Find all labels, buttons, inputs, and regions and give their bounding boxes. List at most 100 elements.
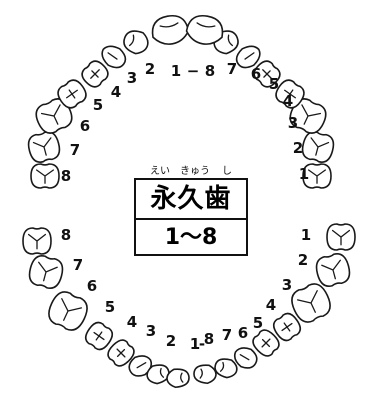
tooth-groove xyxy=(321,259,341,280)
tooth-outline xyxy=(166,368,190,389)
lower-left-label-5: 4 xyxy=(127,313,137,331)
tooth-groove xyxy=(199,368,203,379)
tooth-groove xyxy=(159,22,179,28)
lower-right-tooth-5 xyxy=(252,329,280,357)
tooth-groove xyxy=(261,338,271,348)
tooth-groove xyxy=(40,104,61,125)
lower-left-tooth-2 xyxy=(28,255,64,289)
lower-left-label-3: 6 xyxy=(87,277,97,295)
upper-left-label-2: 7 xyxy=(70,141,80,159)
upper-right-tooth-1 xyxy=(302,163,332,189)
upper-left-label-8: 1 xyxy=(171,62,181,80)
upper-left-label-1: 8 xyxy=(61,167,71,185)
upper-right-label-2: 2 xyxy=(293,139,303,157)
tooth-groove xyxy=(38,261,58,282)
lower-right-label-2: 2 xyxy=(298,251,308,269)
tooth-groove xyxy=(284,89,296,99)
tooth-outline xyxy=(214,358,238,379)
lower-right-label-8: 8 xyxy=(204,330,214,348)
tooth-groove xyxy=(35,169,55,184)
upper-left-label-5: 4 xyxy=(111,83,121,101)
lower-left-label-6: 3 xyxy=(146,322,156,340)
lower-right-tooth-3 xyxy=(291,283,331,323)
upper-right-tooth-5 xyxy=(253,60,281,88)
lower-right-label-5: 5 xyxy=(253,314,263,332)
tooth-outline xyxy=(151,14,190,45)
lower-right-label-1: 1 xyxy=(301,226,311,244)
tooth-outline xyxy=(193,364,217,385)
upper-left-tooth-6 xyxy=(101,45,127,69)
upper-left-tooth-2 xyxy=(27,131,61,163)
tooth-groove xyxy=(239,354,250,361)
upper-left-label-6: 3 xyxy=(127,69,137,87)
lower-right-tooth-2 xyxy=(315,253,351,287)
tooth-groove xyxy=(32,137,52,156)
lower-left-tooth-8 xyxy=(166,368,190,389)
lower-left-tooth-7 xyxy=(146,364,170,385)
tooth-range: 1〜8 xyxy=(164,225,218,250)
upper-left-label-3: 6 xyxy=(80,117,90,135)
tooth-outline xyxy=(123,30,149,55)
upper-left-tooth-8 xyxy=(151,14,190,45)
upper-left-label-4: 5 xyxy=(93,96,103,114)
upper-right-label-4: 4 xyxy=(283,92,293,110)
lower-right-label-7: 7 xyxy=(222,326,232,344)
upper-right-label-5: 5 xyxy=(269,75,279,93)
tooth-groove xyxy=(180,372,184,383)
lower-right-tooth-1 xyxy=(326,223,356,251)
lower-left-label-4: 5 xyxy=(105,298,115,316)
lower-right-tooth-8 xyxy=(193,364,217,385)
lower-right-label-6: 6 xyxy=(238,324,248,342)
lower-right-tooth-4 xyxy=(272,312,302,342)
tooth-groove xyxy=(244,52,255,60)
tooth-groove xyxy=(307,169,327,184)
tooth-groove xyxy=(219,361,225,372)
tooth-groove xyxy=(159,367,165,378)
lower-left-label-7: 2 xyxy=(166,332,176,350)
tooth-groove xyxy=(66,89,78,99)
upper-left-label-7: 2 xyxy=(145,60,155,78)
lower-left-label-2: 7 xyxy=(73,256,83,274)
chart-title: 永久歯 xyxy=(136,180,246,220)
lower-left-tooth-4 xyxy=(84,321,114,351)
upper-left-tooth-5 xyxy=(81,60,109,88)
ruby-shi: し xyxy=(222,166,232,177)
tooth-groove xyxy=(310,137,330,156)
lower-right-tooth-7 xyxy=(214,358,238,379)
upper-right-tooth-6 xyxy=(235,45,261,69)
tooth-groove xyxy=(262,69,272,79)
upper-right-label-7: 7 xyxy=(227,60,237,78)
lower-right-tooth-6 xyxy=(233,347,258,369)
tooth-groove xyxy=(27,233,47,250)
tooth-groove xyxy=(227,34,234,47)
lower-left-tooth-1 xyxy=(22,227,52,255)
tooth-groove xyxy=(128,34,135,47)
upper-right-label-1: 1 xyxy=(299,165,309,183)
upper-right-label-6: 6 xyxy=(251,65,261,83)
lower-left-label-8: 1 xyxy=(190,335,200,353)
lower-left-tooth-6 xyxy=(128,355,153,377)
upper-left-tooth-3 xyxy=(35,98,73,134)
upper-left-tooth-7 xyxy=(123,30,149,55)
lower-right-label-3: 3 xyxy=(282,276,292,294)
tooth-outline xyxy=(146,364,170,385)
tooth-groove xyxy=(281,322,293,332)
tooth-groove xyxy=(107,52,118,60)
lower-left-tooth-3 xyxy=(48,291,88,331)
lower-right-label-4: 4 xyxy=(266,296,276,314)
tooth-groove xyxy=(136,362,147,369)
tooth-groove xyxy=(296,290,318,313)
ruby-kyuu: きゅう xyxy=(180,166,210,177)
lower-separator: - xyxy=(199,335,205,353)
upper-right-label-8: 8 xyxy=(205,62,215,80)
tooth-groove xyxy=(61,298,83,321)
upper-right-tooth-3 xyxy=(289,98,327,134)
tooth-groove xyxy=(93,331,105,341)
ruby-ei: えい xyxy=(150,166,170,177)
tooth-groove xyxy=(301,104,322,125)
lower-left-label-1: 8 xyxy=(61,226,71,244)
tooth-groove xyxy=(90,69,100,79)
title-ruby: えい きゅう し xyxy=(134,158,248,177)
